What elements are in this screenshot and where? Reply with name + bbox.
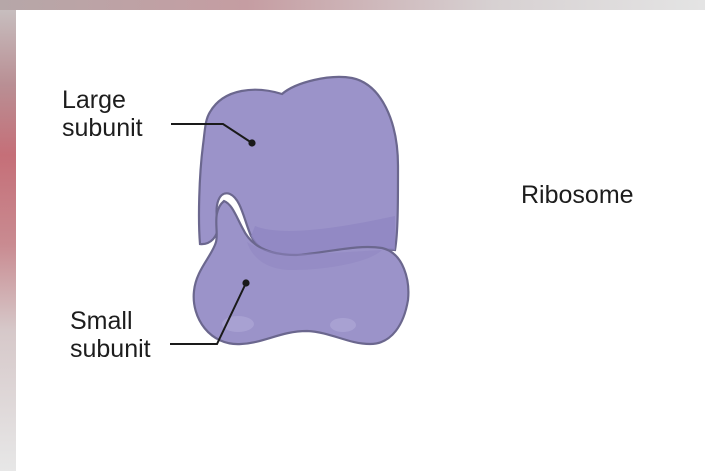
small-subunit-highlight bbox=[330, 318, 356, 332]
large-subunit-pointer-dot bbox=[248, 139, 255, 146]
large-subunit-label: Large subunit bbox=[62, 86, 143, 142]
ribosome-label: Ribosome bbox=[521, 181, 634, 209]
small-subunit-pointer-dot bbox=[242, 279, 249, 286]
small-subunit-label: Small subunit bbox=[70, 307, 151, 363]
